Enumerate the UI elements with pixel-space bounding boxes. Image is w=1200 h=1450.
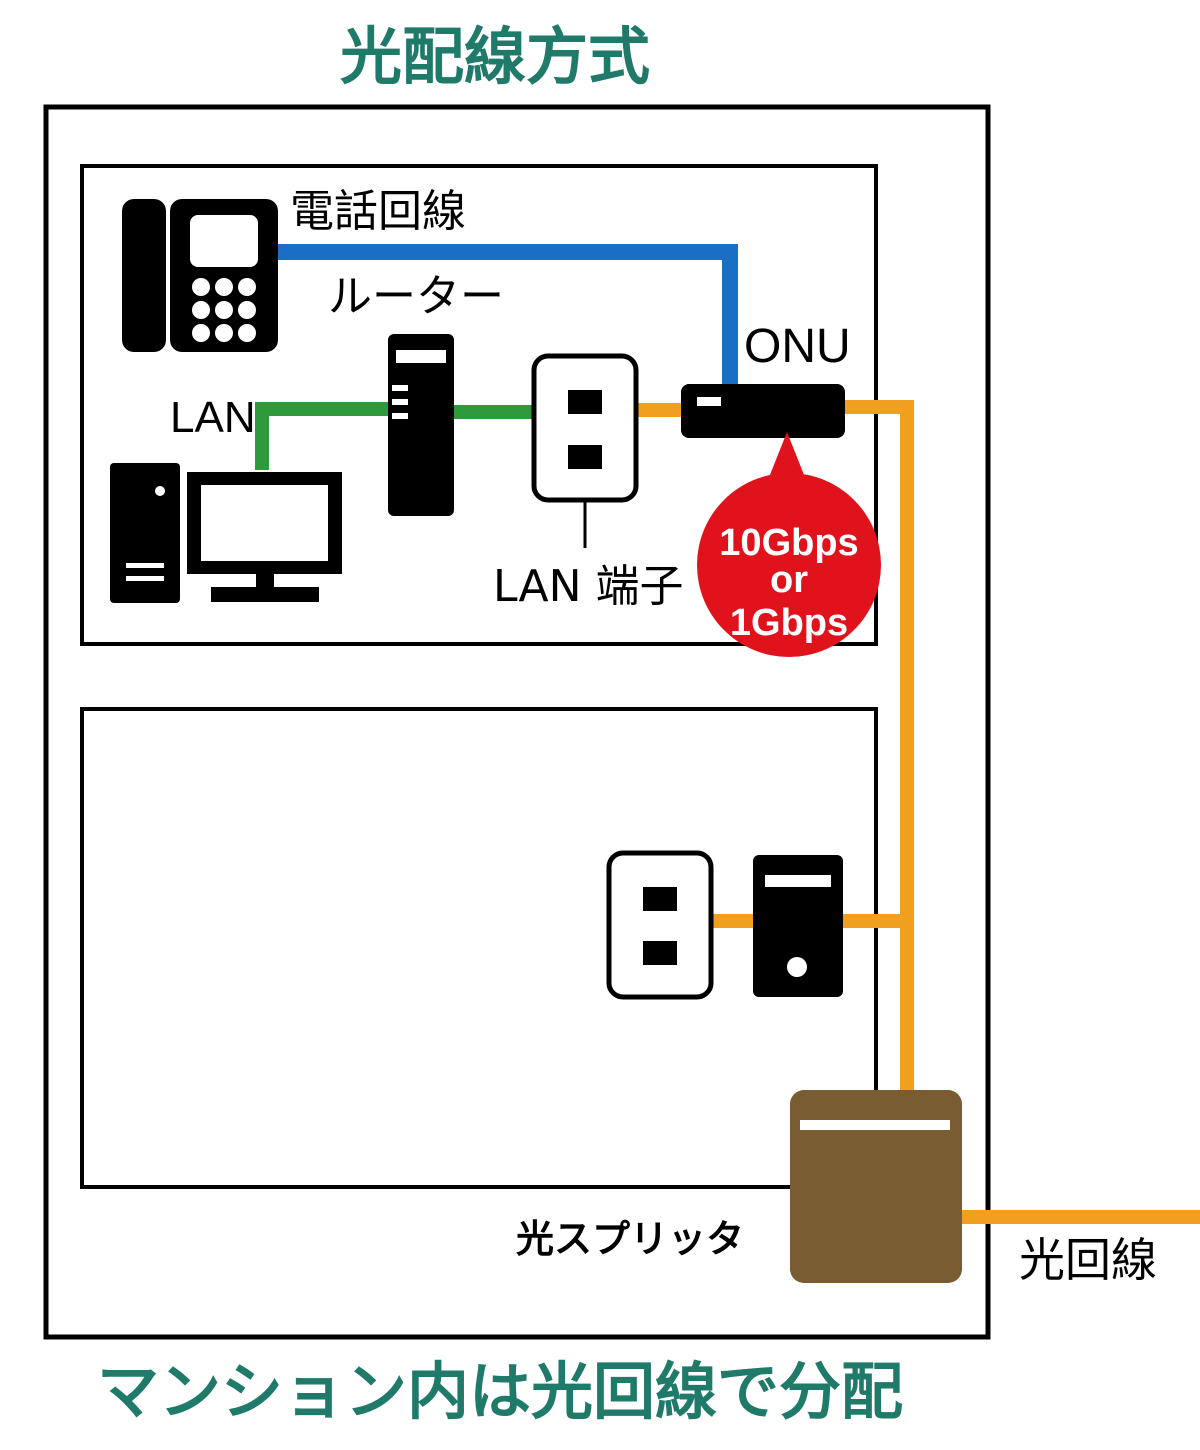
speed-badge: 10Gbps or 1Gbps (697, 432, 881, 657)
lan-cable-pc-router (255, 402, 392, 470)
label-onu: ONU (744, 320, 851, 373)
onu-icon (681, 384, 845, 438)
wall-outlet-lower-icon (606, 850, 714, 1000)
diagram-title: 光配線方式 (340, 20, 650, 93)
speed-badge-line2: or (770, 559, 808, 601)
speed-badge-line3: 1Gbps (730, 602, 848, 644)
desktop-pc-icon (110, 463, 342, 603)
onu-lower-icon (753, 855, 843, 997)
label-router: ルーター (328, 271, 504, 322)
splitter-icon (790, 1090, 962, 1283)
phone-line-cable (275, 244, 738, 395)
label-lan: LAN (170, 393, 256, 442)
label-splitter: 光スプリッタ (516, 1217, 744, 1261)
label-lan-port: LAN 端子 (493, 561, 684, 612)
label-fiber-line: 光回線 (1019, 1233, 1157, 1287)
apartment-unit-lower (80, 707, 878, 1189)
telephone-icon (122, 199, 278, 352)
router-icon (388, 334, 454, 516)
diagram-subtitle: マンション内は光回線で分配 (97, 1355, 903, 1428)
speed-badge-line1: 10Gbps (719, 522, 858, 564)
building-outline (43, 104, 991, 1340)
wall-outlet-icon (531, 353, 639, 548)
label-phone-line: 電話回線 (290, 186, 466, 237)
